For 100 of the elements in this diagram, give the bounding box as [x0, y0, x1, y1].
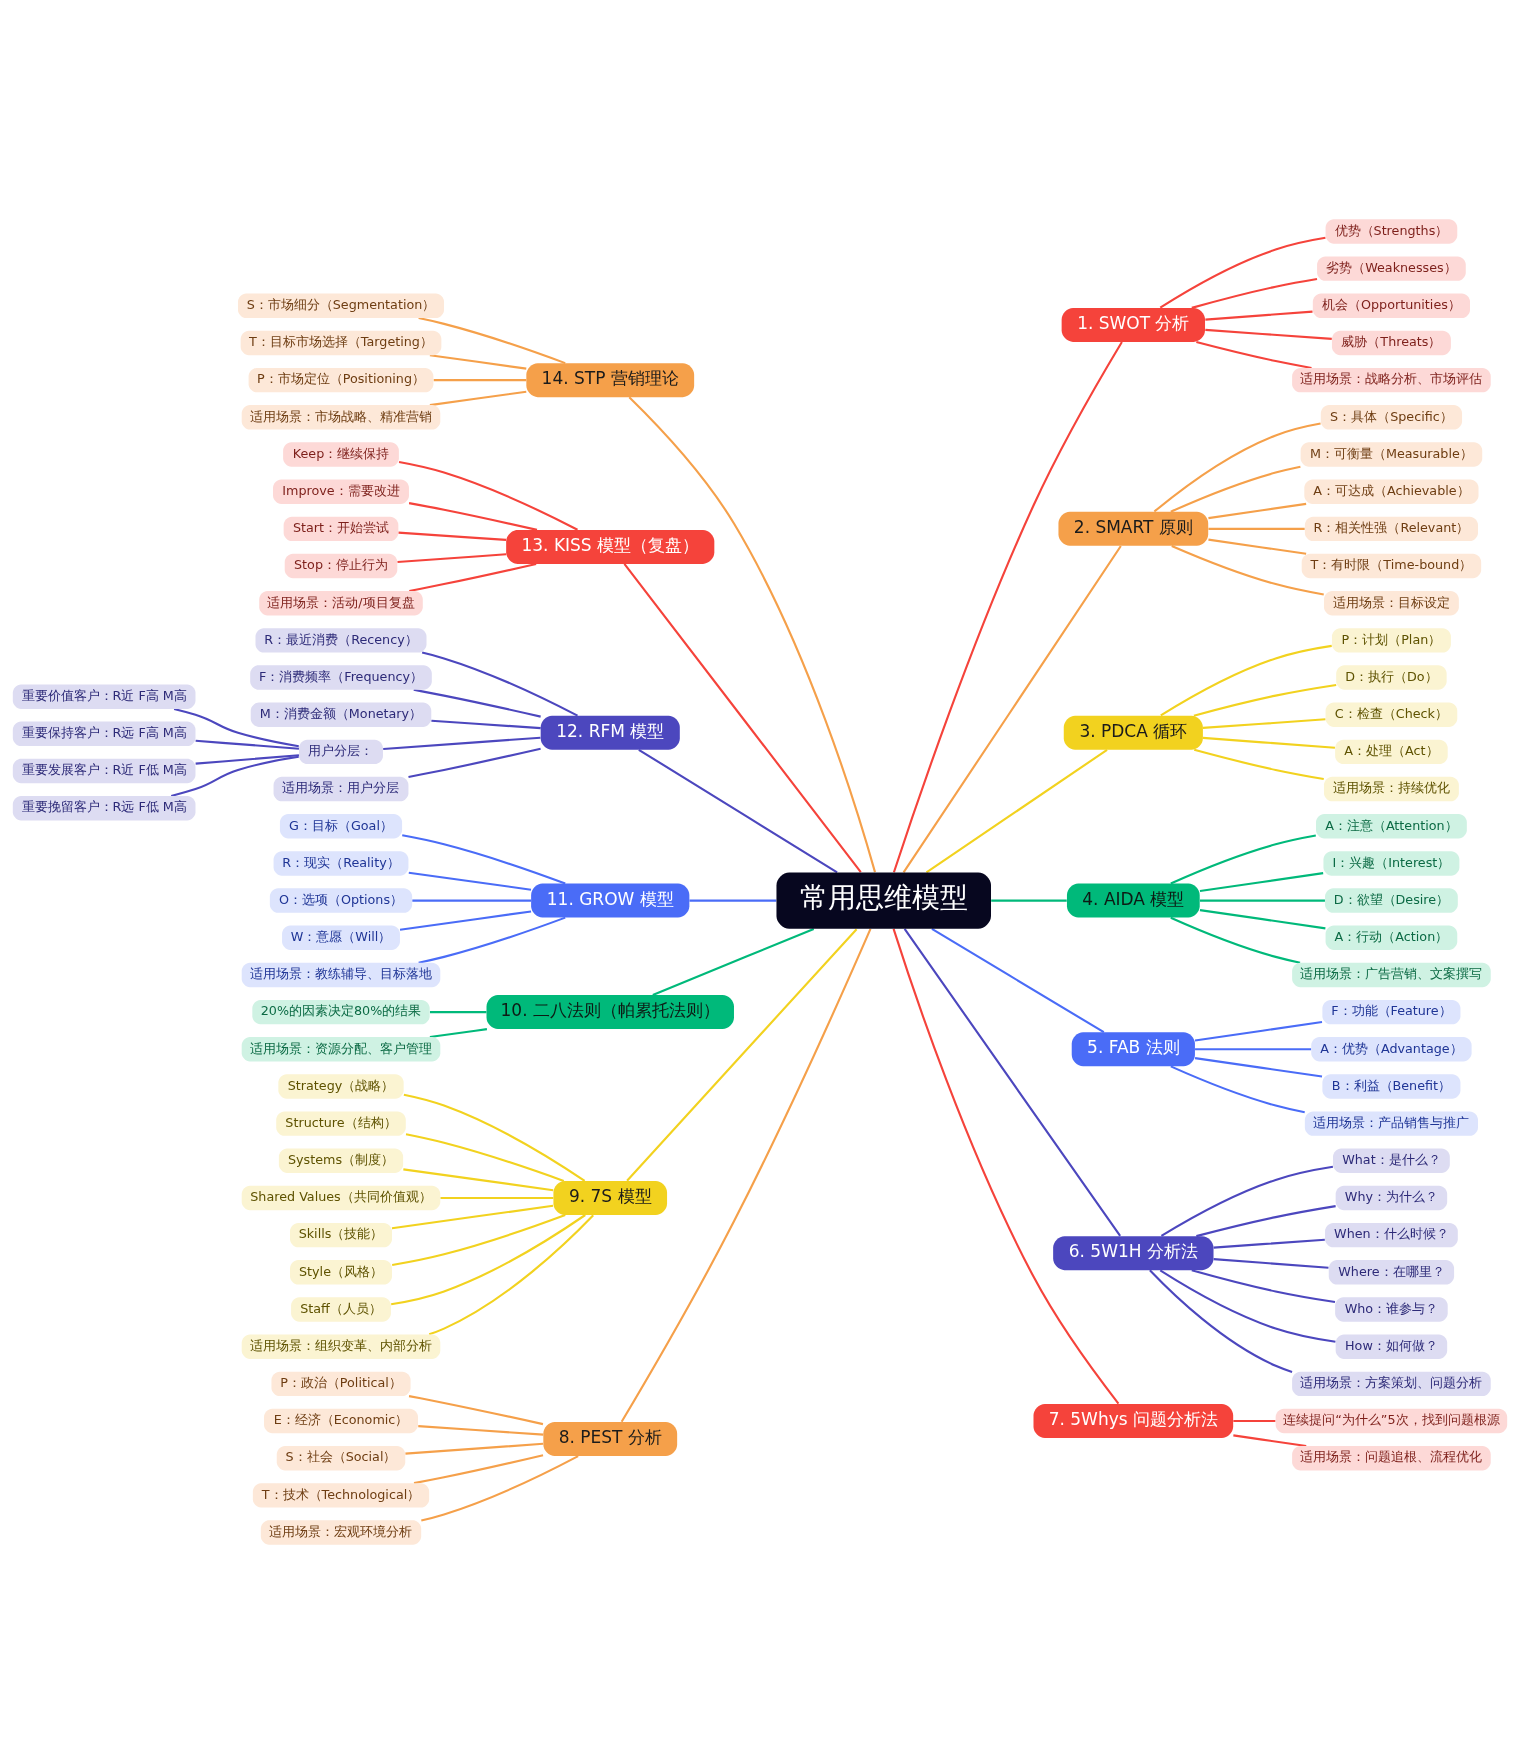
node-box: 重要保持客户：R远 F高 M高: [12, 721, 196, 747]
connector: [652, 927, 815, 997]
node-box: 11. GROW 模型: [531, 883, 690, 918]
node-box: 13. KISS 模型（复盘）: [506, 529, 715, 564]
node-box: 优势（Strengths）: [1325, 219, 1458, 244]
connector: [1202, 718, 1326, 729]
connector: [408, 871, 532, 891]
connector: [413, 688, 541, 718]
node-box: When：什么时候？: [1325, 1222, 1458, 1248]
connector: [403, 1093, 586, 1182]
node-box: S：社会（Social）: [276, 1446, 406, 1471]
connector: [1196, 1205, 1336, 1238]
node-box: S：市场细分（Segmentation）: [238, 293, 444, 318]
node-box: O：选项（Options）: [269, 888, 413, 913]
connector: [195, 754, 300, 765]
connector: [892, 928, 1120, 1405]
node-box: Skills（技能）: [290, 1222, 392, 1248]
node-box: A：优势（Advantage）: [1311, 1037, 1472, 1062]
connector: [1149, 1269, 1293, 1373]
node-box: R：相关性强（Relevant）: [1304, 516, 1478, 542]
node-box: 适用场景：持续优化: [1324, 776, 1459, 802]
connector: [620, 928, 872, 1423]
connector: [1191, 1269, 1336, 1304]
node-box: Structure（结构）: [276, 1111, 406, 1136]
connector: [383, 736, 541, 750]
node-box: D：欲望（Desire）: [1325, 888, 1458, 913]
connector: [991, 899, 1067, 902]
node-box: M：可衡量（Measurable）: [1300, 442, 1483, 467]
node-box: 重要发展客户：R近 F低 M高: [12, 758, 196, 784]
connector: [391, 1204, 554, 1230]
connector: [1205, 310, 1313, 321]
node-box: A：可达成（Achievable）: [1304, 479, 1479, 504]
node-box: How：如何做？: [1335, 1334, 1448, 1359]
node-box: Who：谁参与？: [1335, 1297, 1448, 1322]
node-box: E：经济（Economic）: [264, 1408, 418, 1434]
connector: [1159, 236, 1326, 309]
connector: [413, 1454, 544, 1485]
node-box: C：检查（Check）: [1325, 702, 1458, 727]
connector: [1193, 683, 1337, 717]
connector: [1199, 872, 1324, 893]
connector: [1170, 1065, 1305, 1114]
node-box: A：注意（Attention）: [1316, 814, 1467, 839]
node-box: F：功能（Feature）: [1322, 999, 1461, 1025]
node-box: I：兴趣（Interest）: [1323, 851, 1460, 876]
node-box: 连续提问“为什么”5次，找到问题根源: [1275, 1408, 1508, 1434]
node-box: T：有时限（Time-bound）: [1301, 553, 1482, 579]
connector: [1213, 1258, 1329, 1269]
node-box: 适用场景：宏观环境分析: [260, 1520, 422, 1545]
node-box: Keep：继续保持: [283, 442, 399, 467]
node-box: Why：为什么？: [1335, 1185, 1448, 1211]
node-box: 2. SMART 原则: [1058, 511, 1209, 546]
node-box: 重要挽留客户：R远 F低 M高: [12, 795, 196, 821]
node-box: 4. AIDA 模型: [1066, 883, 1200, 918]
connector: [1193, 748, 1324, 781]
node-box: 用户分层：: [299, 739, 383, 765]
connector: [1170, 834, 1316, 885]
connector: [403, 1168, 554, 1192]
node-box: Where：在哪里？: [1328, 1260, 1455, 1285]
connector: [1170, 916, 1301, 964]
connector: [392, 1214, 566, 1267]
node-box: 机会（Opportunities）: [1312, 293, 1470, 318]
node-box: R：最近消费（Recency）: [255, 628, 427, 653]
node-box: 适用场景：资源分配、客户管理: [241, 1037, 441, 1062]
node-box: 常用思维模型: [776, 872, 991, 929]
node-box: Style（风格）: [290, 1260, 392, 1285]
node-box: 适用场景：战略分析、市场评估: [1292, 367, 1491, 393]
node-box: 适用场景：活动/项目复盘: [259, 591, 423, 616]
node-box: 适用场景：广告营销、文案撰写: [1292, 962, 1491, 988]
node-box: A：处理（Act）: [1335, 739, 1448, 765]
connector: [903, 928, 1121, 1237]
connector: [1208, 502, 1307, 520]
node-box: B：利益（Benefit）: [1322, 1074, 1461, 1099]
node-box: G：目标（Goal）: [279, 814, 403, 839]
connector: [429, 390, 527, 407]
node-box: 6. 5W1H 分析法: [1053, 1236, 1214, 1271]
node-box: P：政治（Political）: [271, 1371, 411, 1397]
node-box: 14. STP 营销理论: [526, 363, 695, 398]
node-box: 重要价值客户：R近 F高 M高: [12, 684, 196, 709]
connector: [1159, 1269, 1336, 1343]
node-box: 7. 5Whys 问题分析法: [1033, 1404, 1234, 1438]
connector: [429, 1028, 488, 1039]
connector: [421, 1455, 579, 1522]
node-box: F：消费频率（Frequency）: [250, 665, 432, 690]
node-box: 适用场景：目标设定: [1324, 591, 1459, 616]
connector: [173, 707, 299, 748]
node-box: Shared Values（共同价值观）: [241, 1185, 441, 1211]
node-box: 1. SWOT 分析: [1061, 307, 1205, 342]
connector: [1199, 909, 1326, 930]
node-box: 劣势（Weaknesses）: [1317, 256, 1466, 281]
node-box: 8. PEST 分析: [543, 1422, 678, 1457]
node-box: M：消费金额（Monetary）: [250, 702, 432, 727]
node-box: S：具体（Specific）: [1320, 405, 1463, 430]
connector: [433, 379, 527, 382]
node-box: 适用场景：方案策划、问题分析: [1292, 1371, 1491, 1397]
connector: [440, 1196, 554, 1200]
connector: [1208, 538, 1307, 555]
connector: [892, 341, 1123, 873]
node-box: 适用场景：教练辅导、目标落地: [241, 962, 441, 988]
connector: [195, 739, 300, 750]
connector: [402, 834, 566, 885]
